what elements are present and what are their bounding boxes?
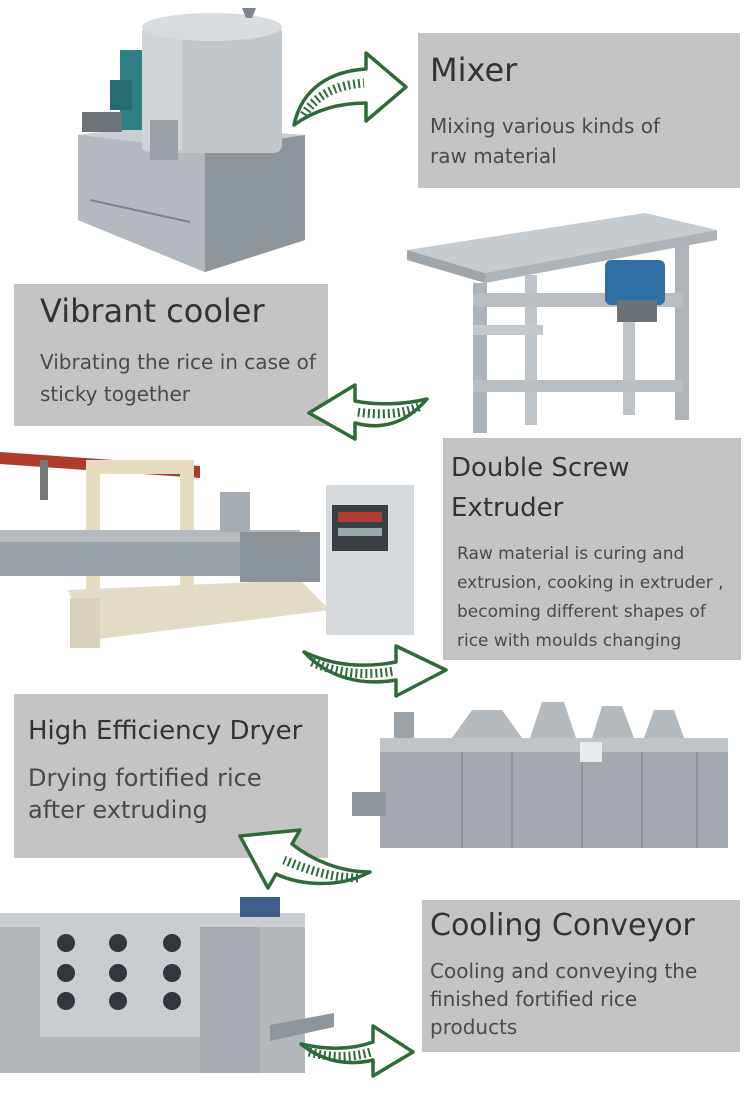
vibrant-cooler-desc: Vibrating the rice in case of sticky tog… bbox=[40, 350, 316, 406]
vibrant-cooler-machine-image bbox=[407, 213, 717, 433]
curved-arrow-icon bbox=[299, 1024, 415, 1078]
cooling-conveyor-machine-image bbox=[0, 897, 334, 1073]
mixer-title: Mixer bbox=[430, 51, 518, 89]
curved-arrow-icon bbox=[292, 51, 408, 127]
cooling-conveyor-panel: Cooling Conveyor Cooling and conveying t… bbox=[422, 900, 740, 1052]
curved-arrow-icon bbox=[307, 383, 429, 441]
mixer-desc: Mixing various kinds of raw material bbox=[430, 114, 661, 168]
mixer-machine-image bbox=[78, 8, 305, 272]
extruder-title: Double Screw Extruder bbox=[451, 453, 630, 523]
vibrant-cooler-title: Vibrant cooler bbox=[40, 292, 265, 330]
curved-arrow-icon bbox=[302, 644, 448, 698]
vibrant-cooler-panel: Vibrant cooler Vibrating the rice in cas… bbox=[14, 284, 328, 426]
extruder-panel: Double Screw Extruder Raw material is cu… bbox=[443, 438, 741, 660]
curved-arrow-icon bbox=[238, 828, 372, 890]
dryer-panel: High Efficiency Dryer Drying fortified r… bbox=[14, 694, 328, 858]
dryer-title: High Efficiency Dryer bbox=[28, 716, 303, 746]
dryer-machine-image bbox=[352, 702, 728, 848]
cooling-conveyor-title: Cooling Conveyor bbox=[430, 908, 695, 943]
extruder-desc: Raw material is curing and extrusion, co… bbox=[457, 544, 724, 651]
cooling-conveyor-desc: Cooling and conveying the finished forti… bbox=[430, 959, 698, 1039]
mixer-panel: Mixer Mixing various kinds of raw materi… bbox=[418, 33, 740, 188]
extruder-machine-image bbox=[0, 452, 414, 648]
dryer-desc: Drying fortified rice after extruding bbox=[28, 764, 262, 824]
